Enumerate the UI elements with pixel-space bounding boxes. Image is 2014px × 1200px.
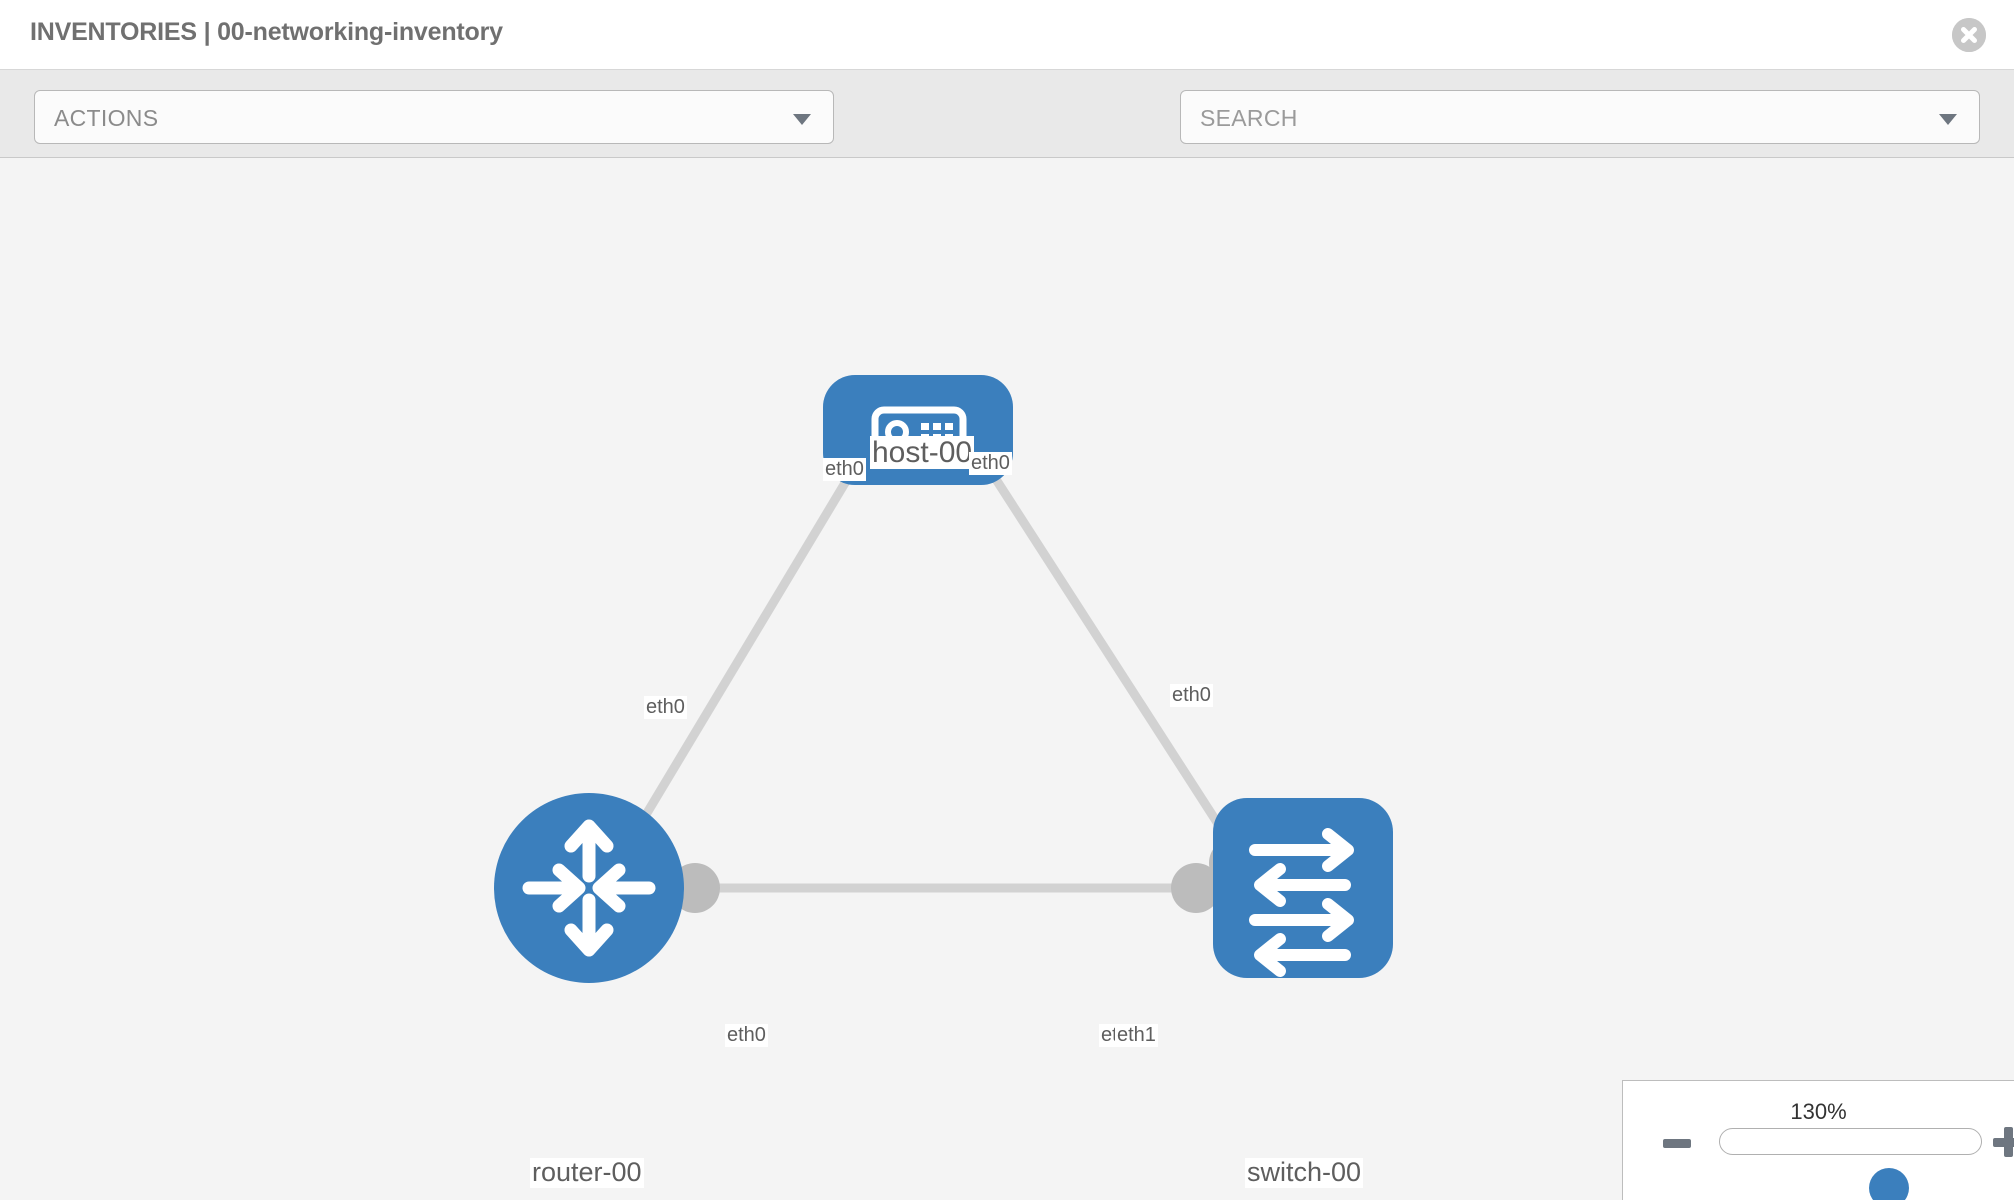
link-host-switch <box>946 405 1244 861</box>
node-label-router-00: router-00 <box>530 1157 644 1188</box>
plus-icon[interactable] <box>1993 1127 2014 1157</box>
actions-dropdown[interactable]: ACTIONS <box>34 90 834 144</box>
zoom-level-value: 130% <box>1790 1099 1847 1124</box>
link-label-switch-left-eth1: eth1 <box>1115 1024 1158 1047</box>
switch-arrows-icon <box>1249 828 1354 977</box>
zoom-slider-track[interactable] <box>1719 1128 1982 1200</box>
chevron-down-icon[interactable] <box>1939 114 1957 125</box>
page-title: INVENTORIES | 00-networking-inventory <box>30 18 503 46</box>
toolbar: ACTIONS SEARCH <box>0 70 2014 200</box>
close-circle-icon <box>1952 18 1986 52</box>
topology-canvas[interactable]: host-00 router-00 switch-00 eth0 eth0 et… <box>0 158 2014 1200</box>
zoom-control-panel: 130% <box>1622 1080 2014 1200</box>
chevron-down-icon <box>793 114 811 125</box>
link-label-host-right-eth0: eth0 <box>969 452 1012 475</box>
search-input[interactable]: SEARCH <box>1180 90 1980 144</box>
search-placeholder: SEARCH <box>1200 105 1298 131</box>
minus-icon[interactable] <box>1663 1139 1691 1148</box>
close-icon[interactable] <box>1952 18 1986 52</box>
actions-dropdown-label: ACTIONS <box>54 105 159 131</box>
router-arrows-icon <box>522 819 656 957</box>
topology-graph <box>494 375 1393 983</box>
node-switch-00[interactable] <box>1213 798 1393 978</box>
link-label-router-right-eth0: eth0 <box>725 1024 768 1047</box>
zoom-slider-thumb[interactable] <box>1869 1168 1909 1200</box>
link-label-host-left-eth0: eth0 <box>823 458 866 481</box>
page-header: INVENTORIES | 00-networking-inventory <box>0 0 2014 70</box>
link-label-router-up-eth0: eth0 <box>644 696 687 719</box>
node-label-host-00: host-00 <box>870 436 975 469</box>
node-label-switch-00: switch-00 <box>1245 1157 1364 1188</box>
node-router-00[interactable] <box>494 793 684 983</box>
port-switch-left[interactable] <box>1171 863 1221 913</box>
link-label-switch-up-eth0: eth0 <box>1170 684 1213 707</box>
